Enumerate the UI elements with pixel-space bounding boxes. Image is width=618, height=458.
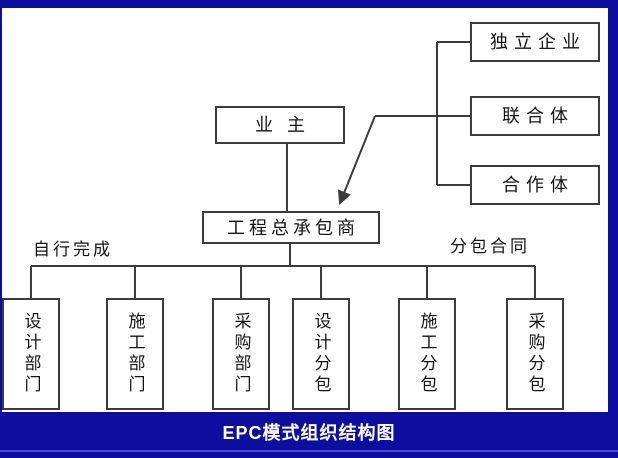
self-completed-label: 自行完成 bbox=[33, 240, 113, 259]
bottom-divider bbox=[0, 450, 618, 452]
procurement-subcontract-box: 采购分包 bbox=[506, 298, 564, 410]
procurement-department-box: 采购部门 bbox=[212, 298, 270, 410]
cooperative-box: 合作体 bbox=[470, 165, 600, 205]
page-title: EPC模式组织结构图 bbox=[222, 423, 396, 443]
design-department-box: 设计部门 bbox=[2, 298, 60, 410]
independent-enterprise-box: 独立企业 bbox=[470, 22, 600, 62]
owner-box: 业主 bbox=[215, 106, 345, 144]
title-bar: EPC模式组织结构图 bbox=[0, 412, 618, 458]
subcontract-label: 分包合同 bbox=[450, 237, 530, 256]
design-subcontract-box: 设计分包 bbox=[292, 298, 350, 410]
consortium-box: 联合体 bbox=[470, 96, 600, 136]
construction-subcontract-box: 施工分包 bbox=[398, 298, 456, 410]
general-contractor-box: 工程总承包商 bbox=[202, 211, 380, 244]
construction-department-box: 施工部门 bbox=[106, 298, 164, 410]
